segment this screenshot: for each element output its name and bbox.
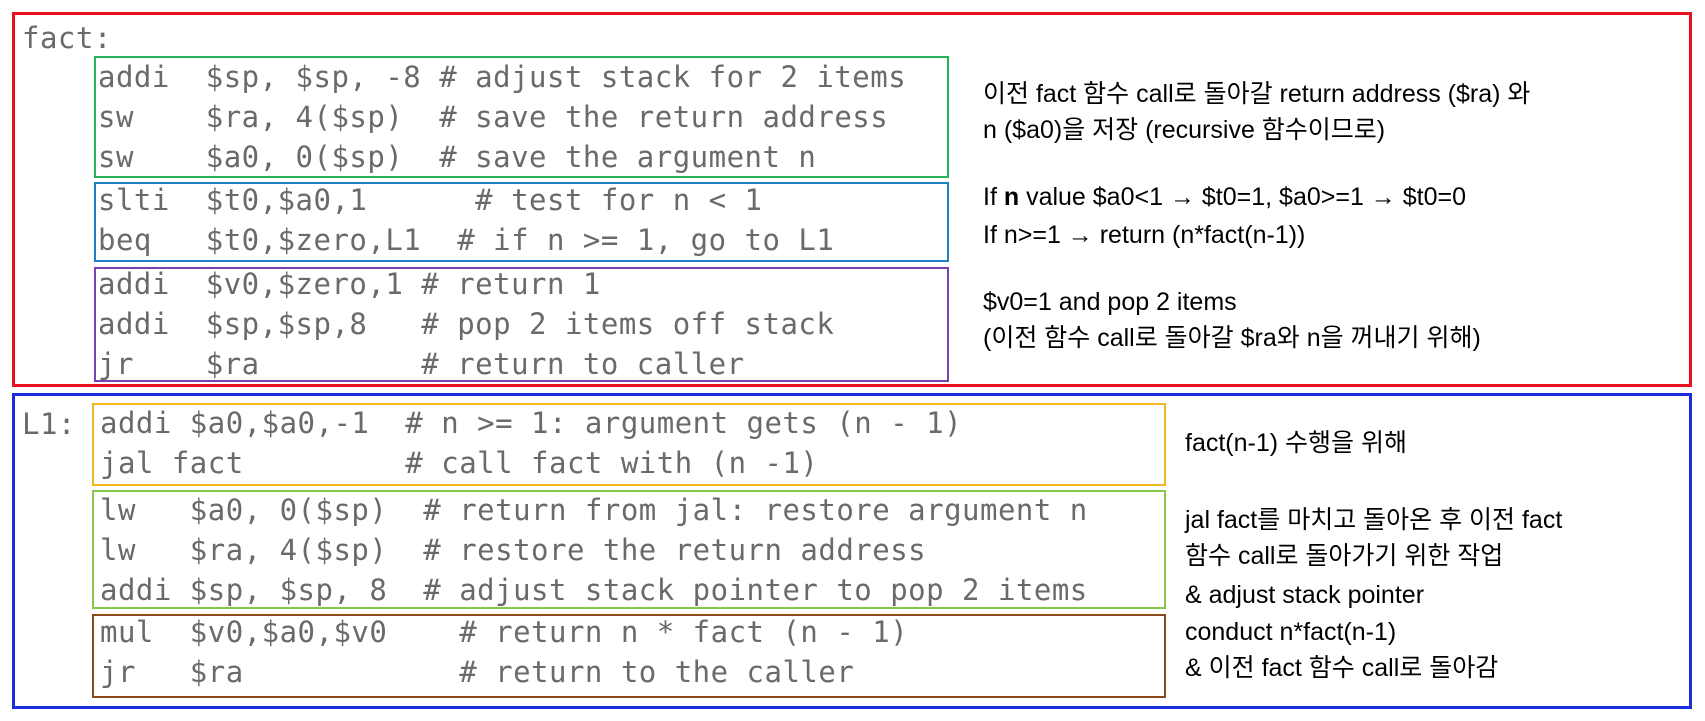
restore-line-1: lw $a0, 0($sp) # return from jal: restor… bbox=[100, 493, 1088, 527]
mul-note-2: & 이전 fact 함수 call로 돌아감 bbox=[1185, 654, 1499, 682]
restore-line-3: addi $sp, $sp, 8 # adjust stack pointer … bbox=[100, 573, 1088, 607]
save-block-box bbox=[94, 56, 949, 178]
return-line-2: addi $sp,$sp,8 # pop 2 items off stack bbox=[98, 307, 835, 341]
mul-block-box bbox=[92, 614, 1166, 698]
test-note-1-suffix: value $a0<1 → $t0=1, $a0>=1 → $t0=0 bbox=[1019, 183, 1466, 211]
call-line-1: addi $a0,$a0,-1 # n >= 1: argument gets … bbox=[100, 406, 963, 440]
call-block-box bbox=[92, 403, 1166, 486]
restore-line-2: lw $ra, 4($sp) # restore the return addr… bbox=[100, 533, 927, 567]
save-note-2: n ($a0)을 저장 (recursive 함수이므로) bbox=[983, 116, 1386, 144]
save-line-3: sw $a0, 0($sp) # save the argument n bbox=[98, 140, 817, 174]
test-note-1: If n value $a0<1 → $t0=1, $a0>=1 → $t0=0 bbox=[983, 179, 1466, 215]
test-block-box bbox=[94, 182, 949, 262]
test-note-2: If n>=1 → return (n*fact(n-1)) bbox=[983, 221, 1306, 249]
call-note: fact(n-1) 수행을 위해 bbox=[1185, 429, 1407, 457]
mul-line-1: mul $v0,$a0,$v0 # return n * fact (n - 1… bbox=[100, 615, 909, 649]
return-line-1: addi $v0,$zero,1 # return 1 bbox=[98, 267, 601, 301]
test-note-1-bold: n bbox=[1003, 183, 1020, 211]
fact-section bbox=[12, 12, 1692, 387]
save-line-1: addi $sp, $sp, -8 # adjust stack for 2 i… bbox=[98, 60, 907, 94]
test-note-1-prefix: If bbox=[983, 183, 1004, 211]
save-note-1: 이전 fact 함수 call로 돌아갈 return address ($ra… bbox=[983, 80, 1531, 108]
test-line-1: slti $t0,$a0,1 # test for n < 1 bbox=[98, 183, 763, 217]
l1-section bbox=[12, 393, 1692, 709]
return-note-2: (이전 함수 call로 돌아갈 $ra와 n을 꺼내기 위해) bbox=[983, 324, 1481, 352]
return-note-1: $v0=1 and pop 2 items bbox=[983, 288, 1237, 316]
restore-block-box bbox=[92, 490, 1166, 609]
call-line-2: jal fact # call fact with (n -1) bbox=[100, 446, 819, 480]
l1-label: L1: bbox=[22, 407, 76, 441]
return-block-box bbox=[94, 267, 949, 382]
restore-note-1: jal fact를 마치고 돌아온 후 이전 fact bbox=[1185, 506, 1563, 534]
fact-label: fact: bbox=[22, 21, 112, 55]
restore-note-3: & adjust stack pointer bbox=[1185, 581, 1425, 609]
restore-note-2: 함수 call로 돌아가기 위한 작업 bbox=[1185, 542, 1504, 570]
return-line-3: jr $ra # return to caller bbox=[98, 347, 745, 381]
mul-line-2: jr $ra # return to the caller bbox=[100, 655, 855, 689]
test-line-2: beq $t0,$zero,L1 # if n >= 1, go to L1 bbox=[98, 223, 835, 257]
save-line-2: sw $ra, 4($sp) # save the return address bbox=[98, 100, 889, 134]
mul-note-1: conduct n*fact(n-1) bbox=[1185, 618, 1397, 646]
